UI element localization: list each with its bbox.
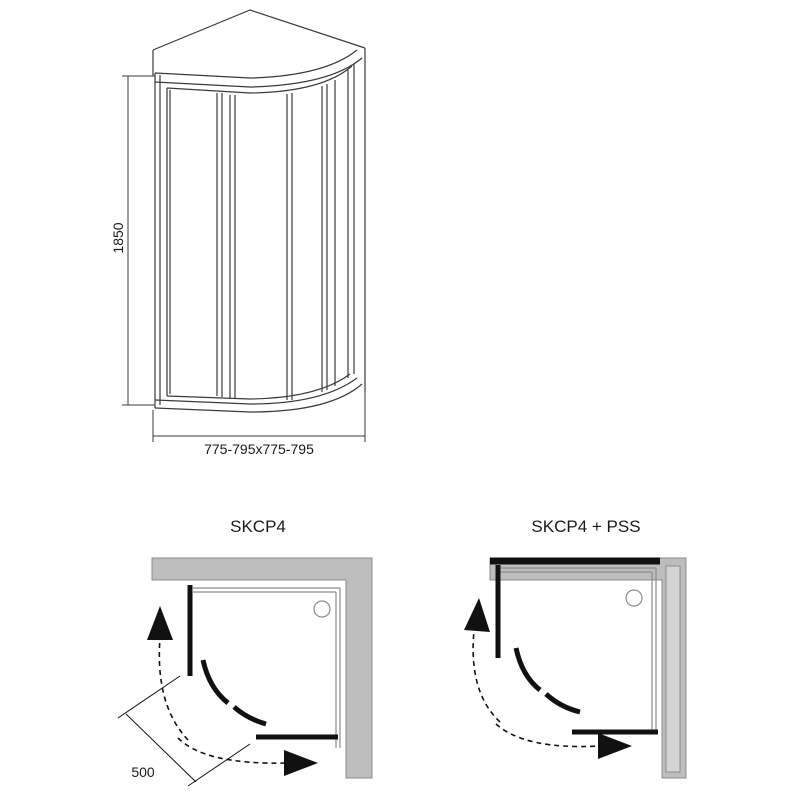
drain-icon bbox=[625, 589, 643, 607]
width-dimension bbox=[152, 392, 366, 442]
sliding-doors bbox=[513, 647, 581, 715]
opening-arrows bbox=[158, 637, 288, 764]
height-dimension-label: 1850 bbox=[110, 222, 126, 253]
enclosure-drawing bbox=[122, 9, 366, 442]
glass-panel-1 bbox=[169, 90, 223, 397]
arrow-up-icon bbox=[147, 606, 173, 640]
opening-arrows bbox=[472, 621, 601, 748]
view-label-skcp4: SKCP4 bbox=[230, 517, 286, 536]
drain-icon bbox=[313, 600, 331, 618]
back-walls bbox=[152, 9, 366, 392]
top-rail bbox=[154, 49, 363, 94]
sliding-doors bbox=[200, 659, 267, 727]
bottom-rail bbox=[154, 373, 363, 413]
shower-tray bbox=[193, 587, 341, 748]
view-label-skcp4-pss: SKCP4 + PSS bbox=[531, 517, 640, 536]
arrow-right-icon bbox=[284, 750, 318, 776]
wall-l-shape bbox=[151, 557, 373, 779]
opening-dimension-label: 500 bbox=[131, 764, 155, 780]
glass-panel-2 bbox=[229, 93, 293, 400]
height-dimension bbox=[122, 75, 155, 406]
side-profile bbox=[154, 73, 168, 408]
plan-view-skcp4 bbox=[117, 557, 373, 787]
arrow-right-icon bbox=[598, 733, 632, 759]
opening-dimension bbox=[117, 675, 251, 787]
glass-panel-curved bbox=[321, 64, 355, 392]
width-dimension-label: 775-795x775-795 bbox=[204, 441, 314, 457]
arrow-up-icon bbox=[464, 598, 490, 632]
shower-tray bbox=[500, 567, 657, 730]
wall-panel-insert bbox=[665, 565, 681, 773]
plan-view-skcp4-pss bbox=[464, 557, 687, 779]
